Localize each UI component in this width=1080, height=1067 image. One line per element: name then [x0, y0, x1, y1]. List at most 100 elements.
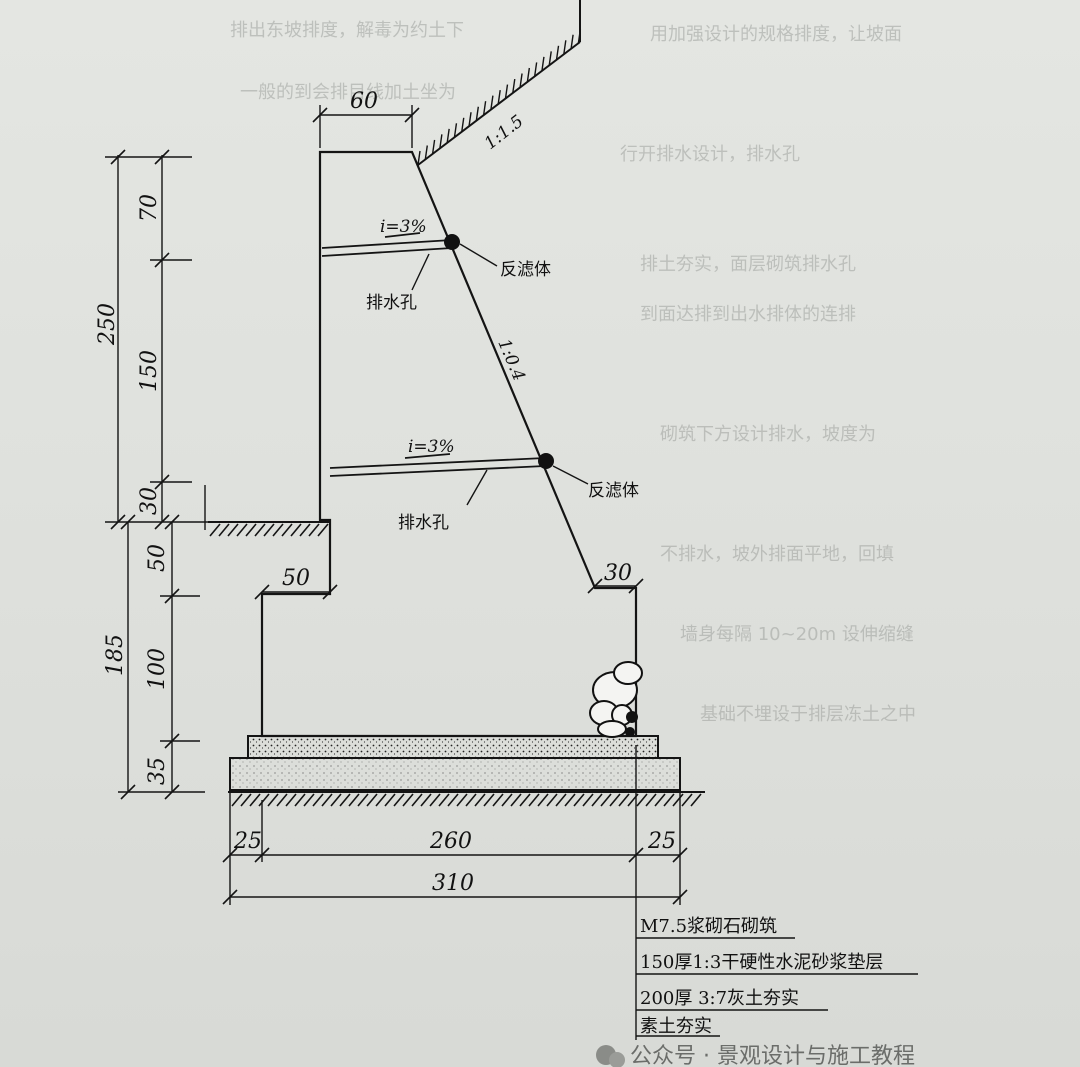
background-bleed-text: 排出东坡排度，解毒为约土下 用加强设计的规格排度，让坡面 一般的到会排目线加土坐…: [230, 20, 916, 725]
dim-heel-width: 30: [604, 561, 632, 586]
slope-backfill-label: 1:1.5: [481, 111, 528, 154]
ground-hatch-stroke: [645, 793, 657, 807]
ground-hatch-stroke: [348, 793, 360, 807]
dim-left-total-upper: 250: [95, 303, 120, 346]
ground-hatch-bottom: [228, 791, 705, 807]
svg-text:墙身每隔 10~20m 设伸缩缝: 墙身每隔 10~20m 设伸缩缝: [680, 624, 914, 645]
watermark: 公众号 · 景观设计与施工教程: [596, 1044, 915, 1067]
ground-hatch-stroke: [582, 793, 594, 807]
legend-item-plain-soil: 素土夯实: [640, 1016, 712, 1037]
dim-toe-width: 50: [282, 566, 310, 591]
dim-bottom-right: 25: [647, 829, 676, 854]
ground-hatch-stroke: [357, 793, 369, 807]
dimension-tick: [154, 514, 170, 530]
drain-gradient-upper: i=3%: [380, 217, 427, 237]
dim-bottom-total: 310: [432, 871, 474, 896]
ground-hatch-stroke: [474, 793, 486, 807]
ground-hatch-stroke: [690, 793, 702, 807]
dim-bottom-middle: 260: [429, 829, 472, 854]
ground-hatch-stroke: [573, 793, 585, 807]
ground-hatch-stroke: [492, 793, 504, 807]
ground-hatch-stroke: [483, 793, 495, 807]
ground-hatch-stroke: [281, 523, 293, 537]
filter-label-lower: 反滤体: [588, 481, 639, 501]
slope-hatch-stroke: [570, 34, 574, 49]
slope-hatch-stroke: [519, 73, 523, 88]
slope-hatch-stroke: [577, 29, 582, 44]
dim-left-seg1: 70: [137, 194, 162, 222]
ground-hatch-stroke: [227, 523, 239, 537]
slope-hatch-stroke: [482, 101, 487, 116]
slope-hatch-stroke: [541, 56, 545, 72]
dimension-tick: [120, 514, 136, 530]
legend-item-mortar: 150厚1:3干硬性水泥砂浆垫层: [640, 952, 883, 973]
ground-hatch-stroke: [375, 793, 387, 807]
legend-item-lime-soil: 200厚 3:7灰土夯实: [640, 988, 799, 1009]
dimension-tick: [628, 847, 644, 863]
ground-hatch-stroke: [366, 793, 378, 807]
slope-hatch-stroke: [512, 78, 516, 94]
ground-hatch-stroke: [290, 523, 302, 537]
dimension-tick: [254, 847, 270, 863]
ground-hatch-stroke: [609, 793, 621, 807]
filter-label-upper: 反滤体: [500, 260, 551, 280]
ground-hatch-stroke: [402, 793, 414, 807]
slope-hatch-stroke: [548, 51, 552, 66]
dimension-tick: [110, 514, 126, 530]
svg-text:用加强设计的规格排度，让坡面: 用加强设计的规格排度，让坡面: [650, 24, 902, 45]
slope-hatch-stroke: [446, 128, 450, 143]
mortar-cushion-layer: [247, 735, 659, 759]
slope-hatch-stroke: [504, 84, 509, 99]
ground-hatch-stroke: [272, 523, 284, 537]
ground-hatch-stroke: [245, 523, 257, 537]
slope-hatch-stroke: [490, 95, 494, 110]
ground-hatch-stroke: [411, 793, 423, 807]
slope-hatch-stroke: [526, 67, 531, 83]
ground-hatch-stroke: [231, 793, 243, 807]
lime-soil-layer: [229, 757, 681, 791]
ground-hatch-stroke: [384, 793, 396, 807]
dimension-tick: [672, 847, 688, 863]
ground-hatch-stroke: [267, 793, 279, 807]
ground-hatch-toe: [208, 521, 330, 537]
dim-left-total-lower: 185: [103, 634, 128, 676]
dimension-tick: [164, 733, 180, 749]
dim-left-seg3: 30: [137, 487, 162, 515]
dimension-tick: [120, 784, 136, 800]
ground-hatch-stroke: [681, 793, 693, 807]
svg-text:排土夯实，面层砌筑排水孔: 排土夯实，面层砌筑排水孔: [640, 254, 856, 275]
ground-hatch-stroke: [339, 793, 351, 807]
ground-hatch-stroke: [312, 793, 324, 807]
ground-hatch-stroke: [501, 793, 513, 807]
ground-hatch-stroke: [519, 793, 531, 807]
slope-hatch-stroke: [453, 123, 458, 138]
ground-hatch-stroke: [294, 793, 306, 807]
slope-hatch-stroke: [424, 145, 428, 160]
slope-hatch-stroke: [439, 134, 443, 149]
svg-text:不排水，坡外排面平地，回填: 不排水，坡外排面平地，回填: [660, 544, 894, 565]
svg-text:基础不埋设于排层冻土之中: 基础不埋设于排层冻土之中: [700, 704, 916, 725]
ground-hatch-stroke: [330, 793, 342, 807]
drain-pipe-label-lower: 排水孔: [398, 513, 449, 533]
ground-hatch-stroke: [218, 523, 230, 537]
ground-hatch-stroke: [420, 793, 432, 807]
ground-hatch-stroke: [438, 793, 450, 807]
dimension-tick: [154, 252, 170, 268]
dimension-tick: [222, 889, 238, 905]
dimension-tick: [222, 847, 238, 863]
dimension-tick: [164, 514, 180, 530]
ground-hatch-stroke: [654, 793, 666, 807]
ground-hatch-stroke: [240, 793, 252, 807]
dimension-tick: [154, 149, 170, 165]
ground-hatch-stroke: [510, 793, 522, 807]
dimension-tick: [672, 889, 688, 905]
filter-stones: [589, 661, 643, 738]
drain-pipe-label-upper: 排水孔: [366, 293, 417, 313]
filter-body-lower: [538, 453, 554, 469]
slope-hatch-stroke: [468, 112, 472, 127]
slope-hatch-stroke: [461, 117, 465, 132]
ground-hatch-stroke: [528, 793, 540, 807]
drain-pipe-lower: [329, 453, 589, 506]
dim-top-width: 60: [350, 89, 378, 114]
